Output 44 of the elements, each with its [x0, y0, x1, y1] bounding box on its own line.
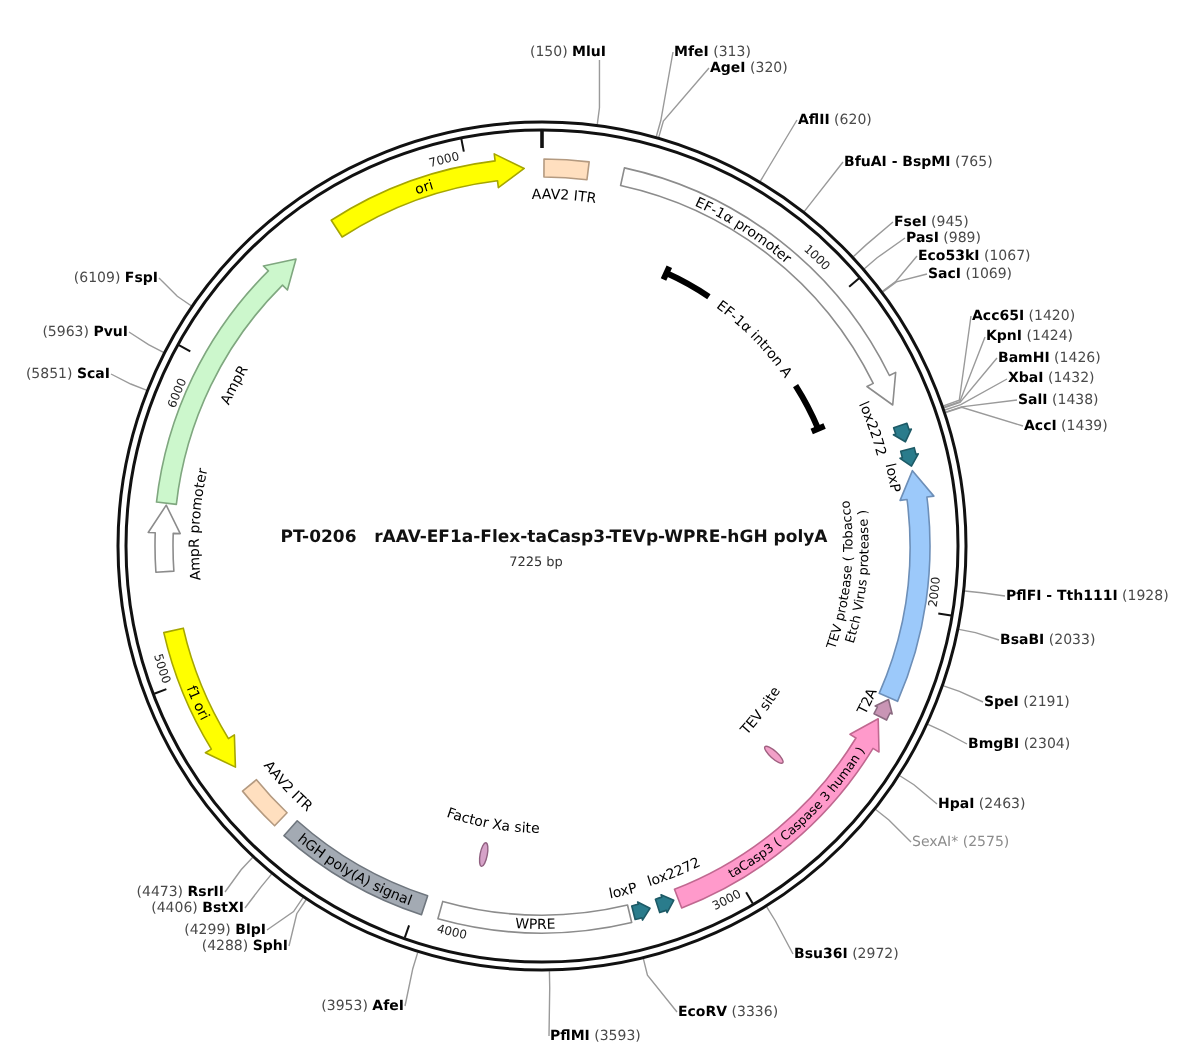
leader-line [596, 59, 601, 126]
leader-line [803, 161, 844, 213]
site-marker [444, 805, 540, 868]
sequence-feature [330, 153, 525, 238]
leader-line [943, 357, 998, 409]
leader-line [945, 406, 1024, 427]
leader-line [944, 399, 1018, 413]
map-title: PT-0206 rAAV-EF1a-Flex-taCasp3-TEVp-WPRE-hGH polyA [280, 528, 828, 550]
leader-line [881, 255, 918, 292]
leader-line [658, 67, 710, 138]
leader-line [943, 336, 986, 408]
leader-line [874, 808, 912, 843]
leader-line [852, 221, 894, 258]
leader-line [942, 685, 984, 703]
sequence-feature [855, 399, 913, 458]
leader-line [244, 873, 273, 909]
leader-line [899, 775, 938, 805]
leader-line [288, 899, 307, 947]
sequence-feature [147, 466, 212, 582]
leader-line [964, 590, 1006, 597]
leader-line [863, 237, 906, 270]
leader-line [128, 331, 165, 353]
leader-line [110, 373, 148, 391]
feature-box [283, 819, 429, 916]
leader-line [944, 378, 1008, 411]
leader-line [404, 951, 419, 1007]
leader-line [224, 856, 254, 893]
leader-line [882, 273, 928, 293]
feature-box [241, 758, 316, 827]
leader-line [766, 906, 794, 955]
sequence-feature [607, 880, 651, 921]
leader-line [927, 723, 968, 745]
leader-line [158, 277, 192, 307]
leader-line [655, 51, 674, 138]
leader-line [942, 315, 972, 407]
leader-line [548, 970, 551, 1037]
sequence-feature [854, 685, 893, 721]
leader-line [642, 958, 678, 1013]
leader-line [759, 119, 798, 182]
sequence-feature [645, 854, 703, 914]
leader-line [958, 628, 1000, 641]
site-marker [737, 684, 784, 764]
feature-box [531, 158, 598, 207]
leader-line [266, 896, 304, 931]
